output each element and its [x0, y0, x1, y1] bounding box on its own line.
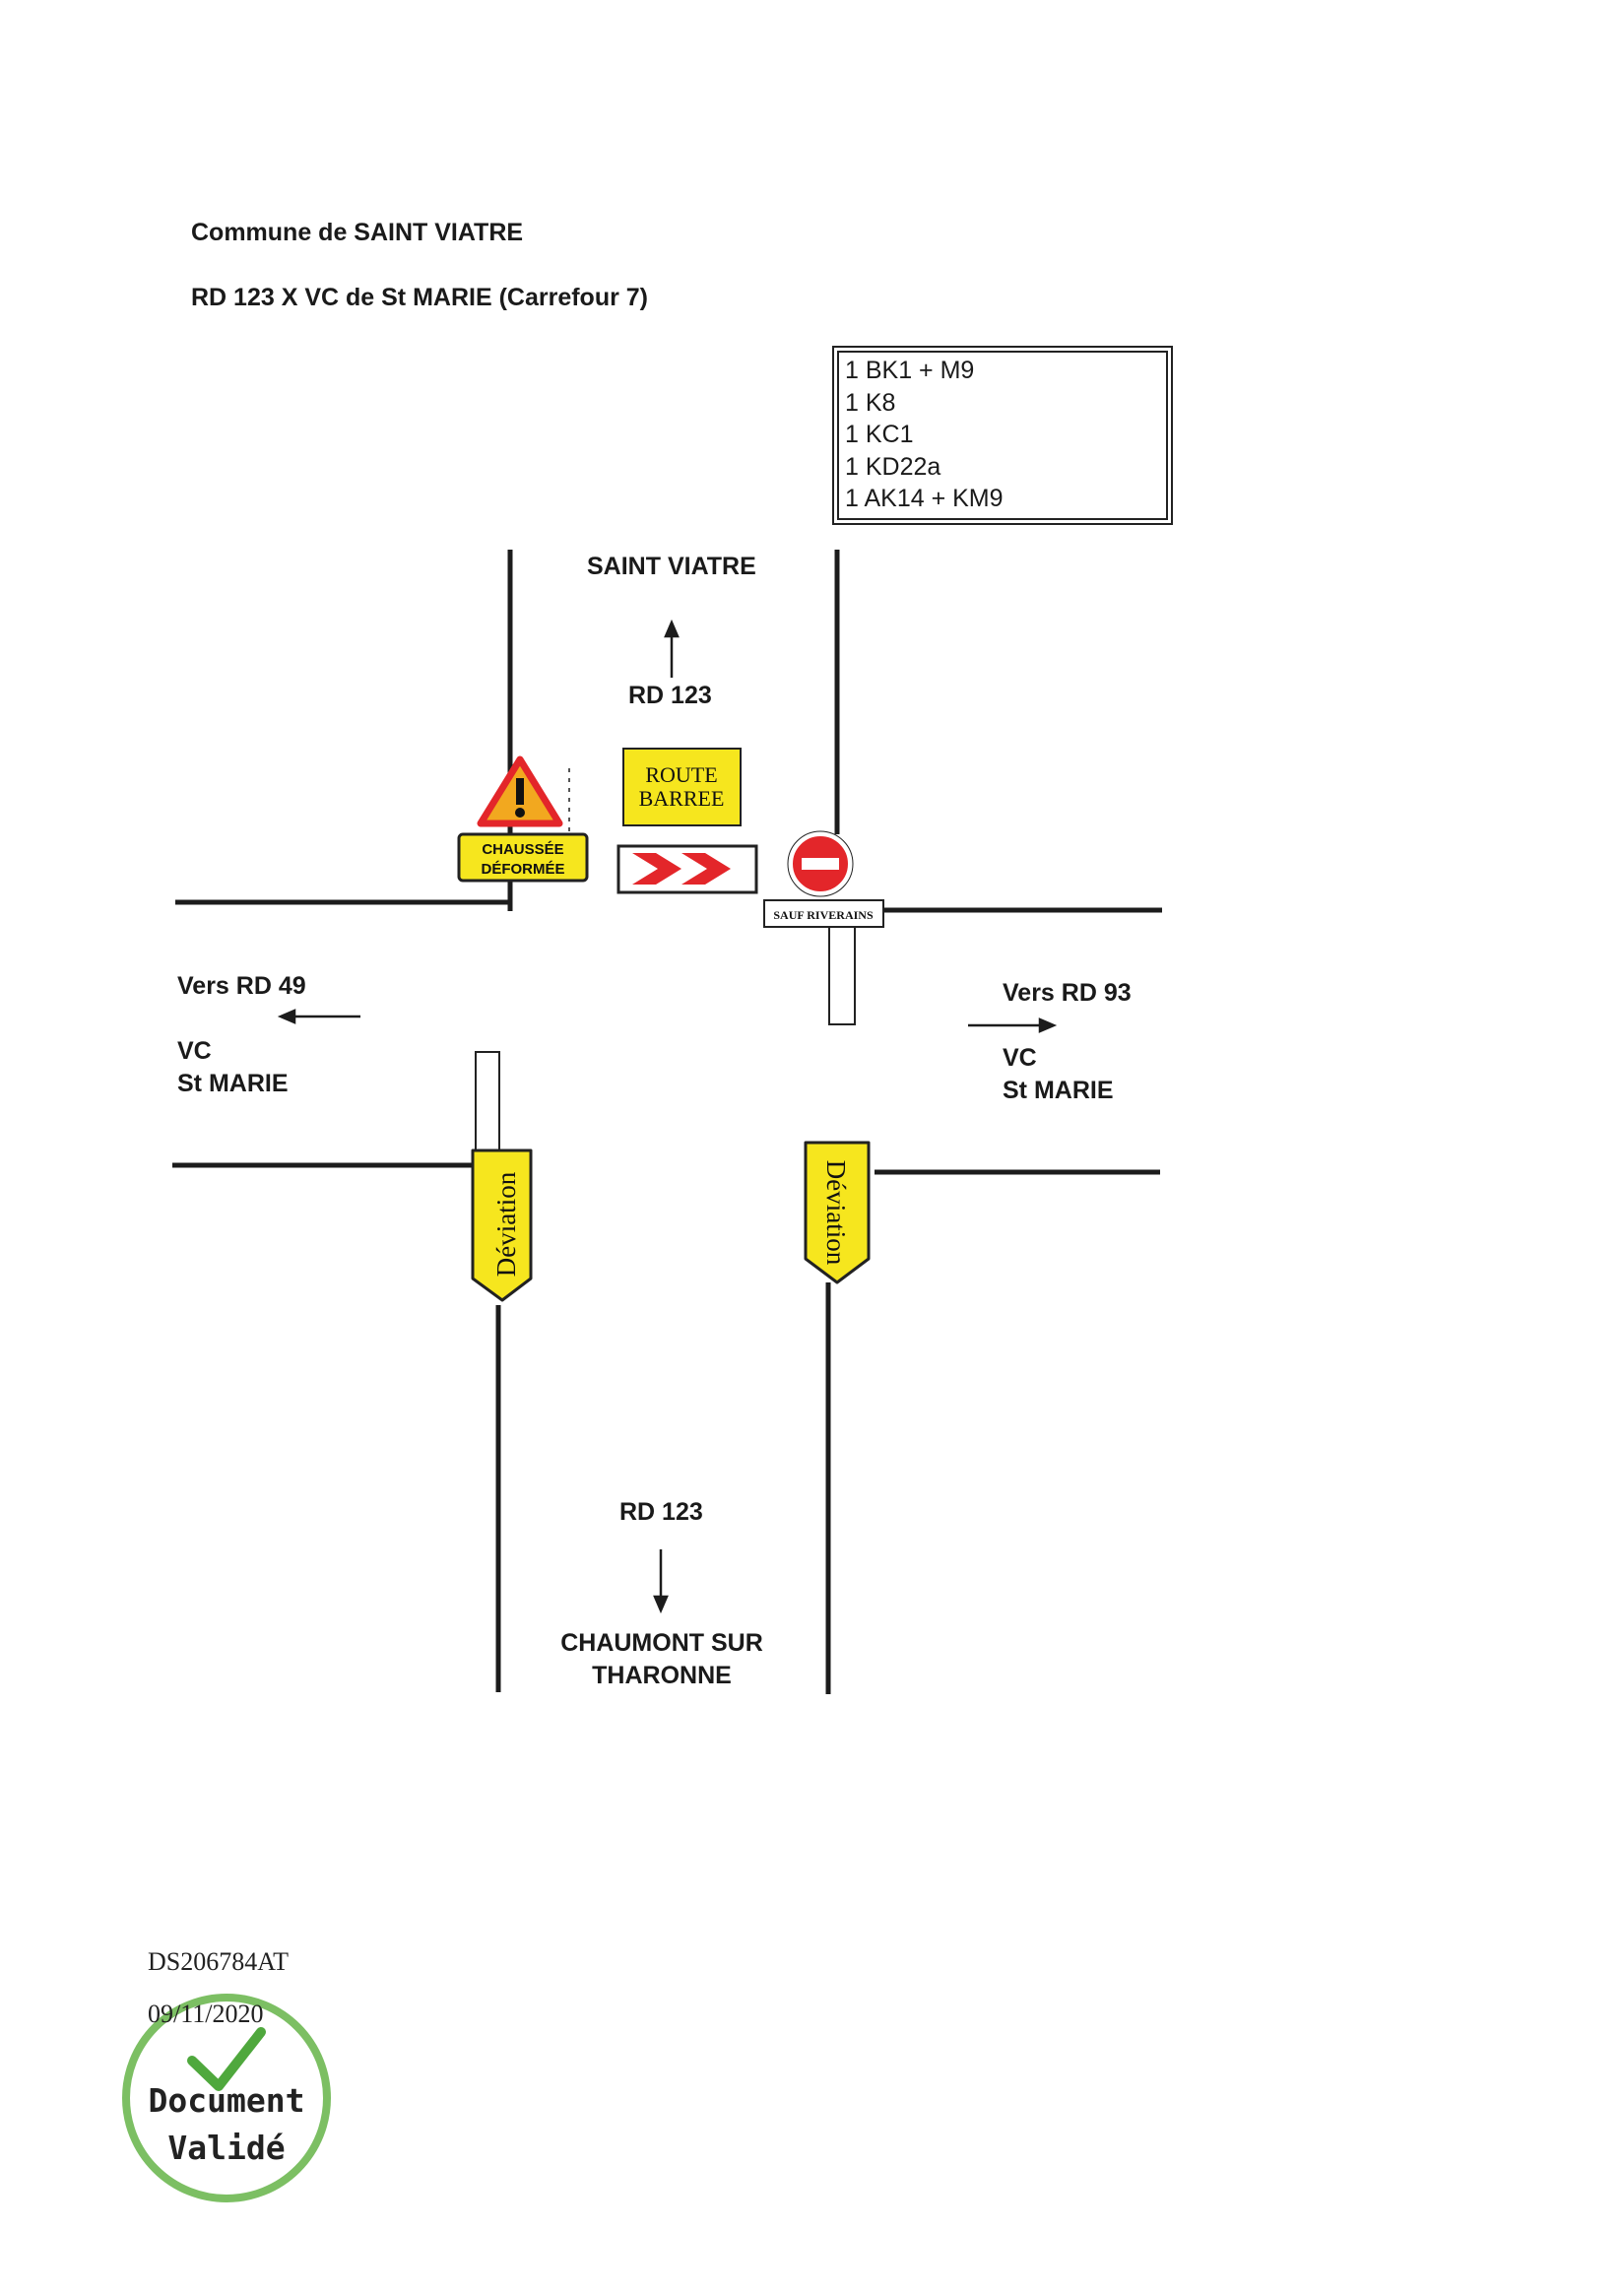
south-destination-line1: CHAUMONT SUR: [560, 1629, 763, 1657]
stamp-line2: Validé: [167, 2129, 285, 2167]
stamp-line1: Document: [149, 2081, 305, 2120]
deviation-sign-left: Déviation: [471, 1051, 533, 1302]
deviation-left-post: [475, 1051, 500, 1151]
chaussee-line1: CHAUSSÉE: [482, 841, 563, 858]
chaussee-line2: DÉFORMÉE: [481, 861, 564, 878]
chevron-barrier-panel: [616, 844, 758, 894]
arrow-west-head: [277, 1009, 296, 1024]
document-valide-stamp: Document Validé: [122, 1994, 331, 2202]
check-icon: [187, 2027, 266, 2091]
arrow-south-head: [653, 1595, 669, 1614]
no-entry-sign: [787, 830, 856, 1025]
north-destination: SAINT VIATRE: [587, 553, 756, 580]
route-barree-line2: BARREE: [639, 786, 725, 811]
sign-legend-box: 1 BK1 + M9 1 K8 1 KC1 1 KD22a 1 AK14 + K…: [832, 346, 1173, 525]
document-date: 09/11/2020: [148, 2000, 264, 2028]
no-entry-post: [828, 920, 856, 1025]
west-vc-label: VC: [177, 1037, 212, 1065]
east-st-marie-label: St MARIE: [1003, 1077, 1114, 1104]
south-destination-line2: THARONNE: [592, 1662, 732, 1689]
east-direction-label: Vers RD 93: [1003, 979, 1132, 1007]
arrow-east-head: [1038, 1017, 1058, 1033]
legend-item: 1 KC1: [845, 421, 914, 448]
deviation-right-text: Déviation: [821, 1160, 851, 1266]
north-road-label: RD 123: [628, 682, 712, 709]
chaussee-deformee-panel: CHAUSSÉE DÉFORMÉE: [457, 832, 589, 883]
route-barree-line1: ROUTE: [645, 762, 717, 787]
sauf-riverains-panel: SAUF RIVERAINS: [763, 899, 884, 928]
route-barree-panel: ROUTE BARREE: [622, 748, 742, 826]
legend-item: 1 BK1 + M9: [845, 357, 975, 384]
document-reference: DS206784AT: [148, 1947, 290, 1976]
sauf-riverains-text: SAUF RIVERAINS: [773, 908, 874, 922]
page-subtitle: RD 123 X VC de St MARIE (Carrefour 7): [191, 284, 648, 311]
south-road-label: RD 123: [619, 1498, 703, 1526]
warning-triangle-sign: [477, 755, 570, 835]
west-direction-label: Vers RD 49: [177, 972, 306, 1000]
deviation-sign-right: Déviation: [804, 1141, 871, 1284]
deviation-left-text: Déviation: [491, 1171, 521, 1277]
legend-item: 1 AK14 + KM9: [845, 485, 1004, 512]
west-st-marie-label: St MARIE: [177, 1070, 289, 1097]
east-vc-label: VC: [1003, 1044, 1037, 1072]
direction-arrows: [277, 619, 1058, 1614]
legend-item: 1 KD22a: [845, 452, 941, 481]
page-title: Commune de SAINT VIATRE: [191, 219, 524, 246]
legend-item: 1 K8: [845, 388, 896, 417]
arrow-north-head: [664, 619, 680, 638]
